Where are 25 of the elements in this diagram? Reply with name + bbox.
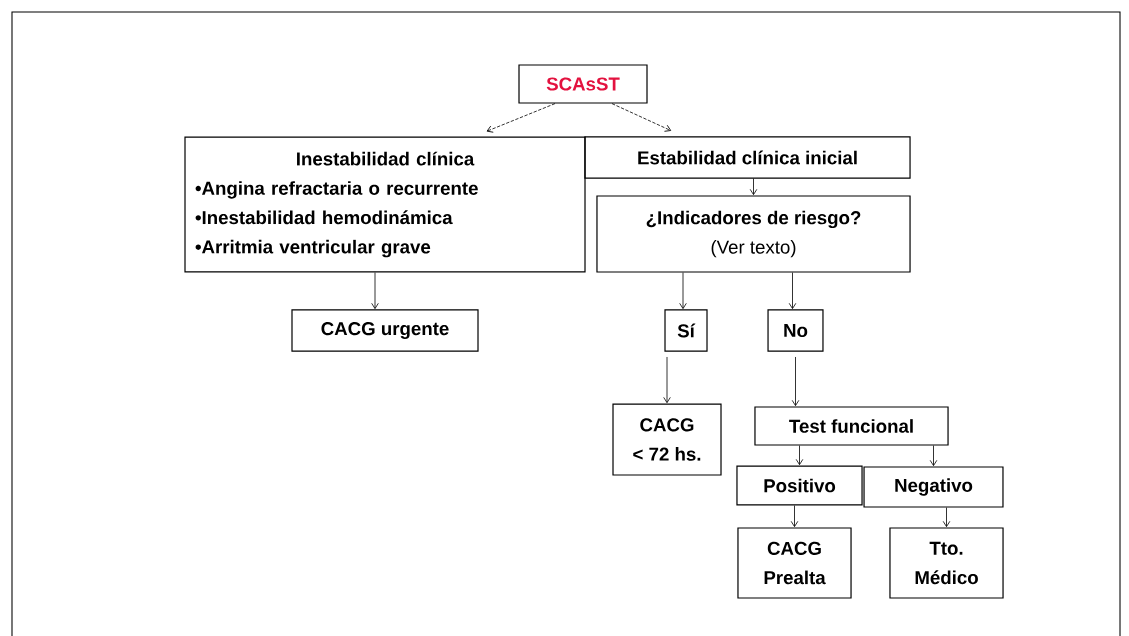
arrow <box>795 445 804 466</box>
result-box: CACG Prealta <box>737 527 852 599</box>
arrow <box>371 272 379 309</box>
process-box: Inestabilidad clínica •Angina refractaria o recurrente •Inestabilidad hemodinámica •Arritmia ventricular grave <box>184 136 586 273</box>
process-box: Test funcional <box>754 406 949 446</box>
arrow <box>791 356 800 407</box>
result-box: Tto. Médico <box>889 527 1004 599</box>
arrow <box>679 272 687 309</box>
arrow <box>788 272 797 309</box>
answer-box: Positivo <box>736 465 863 506</box>
result-box: CACG < 72 hs. <box>612 403 722 476</box>
answer-box: Sí <box>664 309 708 352</box>
arrow <box>929 445 938 467</box>
arrow <box>611 103 672 132</box>
title-box: SCAsST <box>518 64 648 104</box>
arrow <box>663 356 671 404</box>
arrow <box>790 505 799 528</box>
result-box: CACG urgente <box>291 309 479 352</box>
arrow <box>486 103 556 133</box>
answer-box: Negativo <box>863 466 1004 508</box>
answer-box: No <box>767 309 824 352</box>
process-box: Estabilidad clínica inicial <box>584 136 911 179</box>
decision-box: ¿Indicadores de riesgo? (Ver texto) <box>596 195 911 273</box>
arrow <box>942 507 951 528</box>
arrow <box>749 178 758 196</box>
